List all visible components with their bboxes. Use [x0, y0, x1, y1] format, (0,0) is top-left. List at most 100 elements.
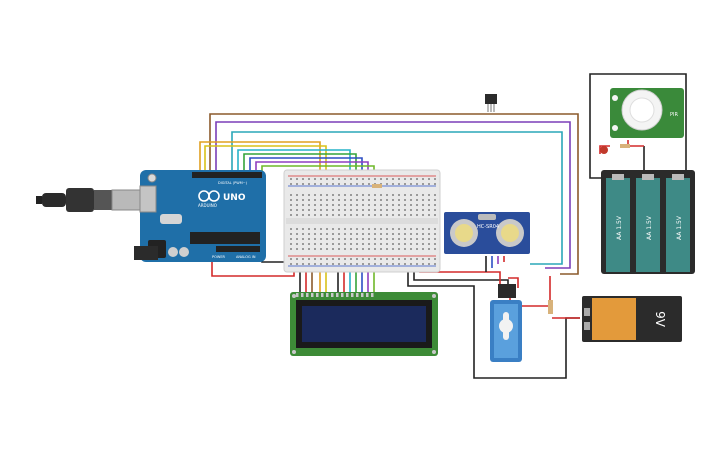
breadboard-hole: [428, 209, 430, 211]
breadboard-hole: [356, 209, 358, 211]
breadboard-hole: [344, 258, 346, 260]
lcd-pin: [331, 293, 334, 297]
breadboard-hole: [320, 209, 322, 211]
breadboard-hole: [422, 214, 424, 216]
arduino-infinity-logo: [198, 190, 220, 202]
breadboard-hole: [362, 194, 364, 196]
wire-purple: [215, 121, 571, 269]
breadboard-hole: [398, 228, 400, 230]
breadboard-hole: [344, 178, 346, 180]
breadboard-hole: [332, 263, 334, 265]
breadboard-hole: [386, 238, 388, 240]
breadboard-hole: [374, 243, 376, 245]
breadboard-hole: [356, 238, 358, 240]
breadboard-hole: [338, 209, 340, 211]
breadboard-hole: [356, 183, 358, 185]
breadboard-hole: [356, 263, 358, 265]
breadboard-hole: [302, 178, 304, 180]
breadboard-hole: [386, 214, 388, 216]
breadboard-hole: [326, 263, 328, 265]
breadboard-hole: [392, 204, 394, 206]
breadboard-hole: [332, 258, 334, 260]
breadboard-hole: [392, 228, 394, 230]
breadboard-hole: [320, 199, 322, 201]
arduino-analog-header-label: ANALOG IN: [236, 255, 256, 259]
breadboard-hole: [356, 178, 358, 180]
breadboard-hole: [404, 248, 406, 250]
breadboard-hole: [296, 258, 298, 260]
breadboard-hole: [380, 214, 382, 216]
breadboard-hole: [368, 199, 370, 201]
breadboard-hole: [290, 209, 292, 211]
battery-9v: 9V: [582, 296, 682, 342]
pir-sensor: PIR: [610, 88, 684, 138]
breadboard-hole: [296, 178, 298, 180]
breadboard-hole: [326, 238, 328, 240]
breadboard-hole: [350, 263, 352, 265]
breadboard-hole: [338, 238, 340, 240]
breadboard-hole: [314, 209, 316, 211]
breadboard-hole: [386, 258, 388, 260]
breadboard-hole: [434, 243, 436, 245]
breadboard-hole: [338, 263, 340, 265]
breadboard-hole: [368, 214, 370, 216]
lcd-pin: [346, 293, 349, 297]
breadboard-hole: [350, 243, 352, 245]
breadboard-hole: [434, 233, 436, 235]
breadboard-hole: [302, 233, 304, 235]
breadboard-hole: [308, 263, 310, 265]
breadboard-hole: [380, 209, 382, 211]
breadboard-hole: [356, 194, 358, 196]
breadboard-hole: [374, 258, 376, 260]
breadboard-hole: [290, 194, 292, 196]
lcd-pin: [371, 293, 374, 297]
breadboard-hole: [428, 233, 430, 235]
breadboard-hole: [368, 204, 370, 206]
breadboard-hole: [398, 178, 400, 180]
breadboard-hole: [332, 243, 334, 245]
breadboard-hole: [368, 258, 370, 260]
breadboard-hole: [326, 258, 328, 260]
breadboard-hole: [320, 233, 322, 235]
breadboard-hole: [326, 209, 328, 211]
breadboard: [283, 169, 441, 273]
breadboard-hole: [332, 248, 334, 250]
breadboard-hole: [320, 178, 322, 180]
breadboard-hole: [398, 209, 400, 211]
breadboard-hole: [308, 248, 310, 250]
breadboard-hole: [314, 243, 316, 245]
breadboard-hole: [422, 238, 424, 240]
breadboard-hole: [302, 238, 304, 240]
breadboard-hole: [392, 183, 394, 185]
breadboard-hole: [344, 233, 346, 235]
breadboard-hole: [428, 183, 430, 185]
breadboard-hole: [434, 178, 436, 180]
breadboard-hole: [392, 194, 394, 196]
breadboard-hole: [338, 199, 340, 201]
breadboard-hole: [410, 263, 412, 265]
breadboard-hole: [404, 214, 406, 216]
breadboard-hole: [410, 228, 412, 230]
breadboard-hole: [308, 228, 310, 230]
breadboard-hole: [332, 233, 334, 235]
breadboard-hole: [314, 178, 316, 180]
breadboard-hole: [428, 243, 430, 245]
breadboard-hole: [350, 183, 352, 185]
breadboard-hole: [302, 199, 304, 201]
breadboard-hole: [434, 183, 436, 185]
breadboard-hole: [296, 199, 298, 201]
breadboard-hole: [380, 243, 382, 245]
breadboard-hole: [422, 194, 424, 196]
breadboard-hole: [410, 204, 412, 206]
breadboard-hole: [290, 233, 292, 235]
breadboard-hole: [326, 233, 328, 235]
breadboard-hole: [416, 258, 418, 260]
wire-brown: [209, 113, 579, 275]
breadboard-hole: [338, 194, 340, 196]
breadboard-hole: [416, 214, 418, 216]
breadboard-hole: [416, 263, 418, 265]
breadboard-hole: [398, 263, 400, 265]
breadboard-hole: [428, 228, 430, 230]
reset-button: [147, 173, 157, 183]
breadboard-hole: [404, 238, 406, 240]
